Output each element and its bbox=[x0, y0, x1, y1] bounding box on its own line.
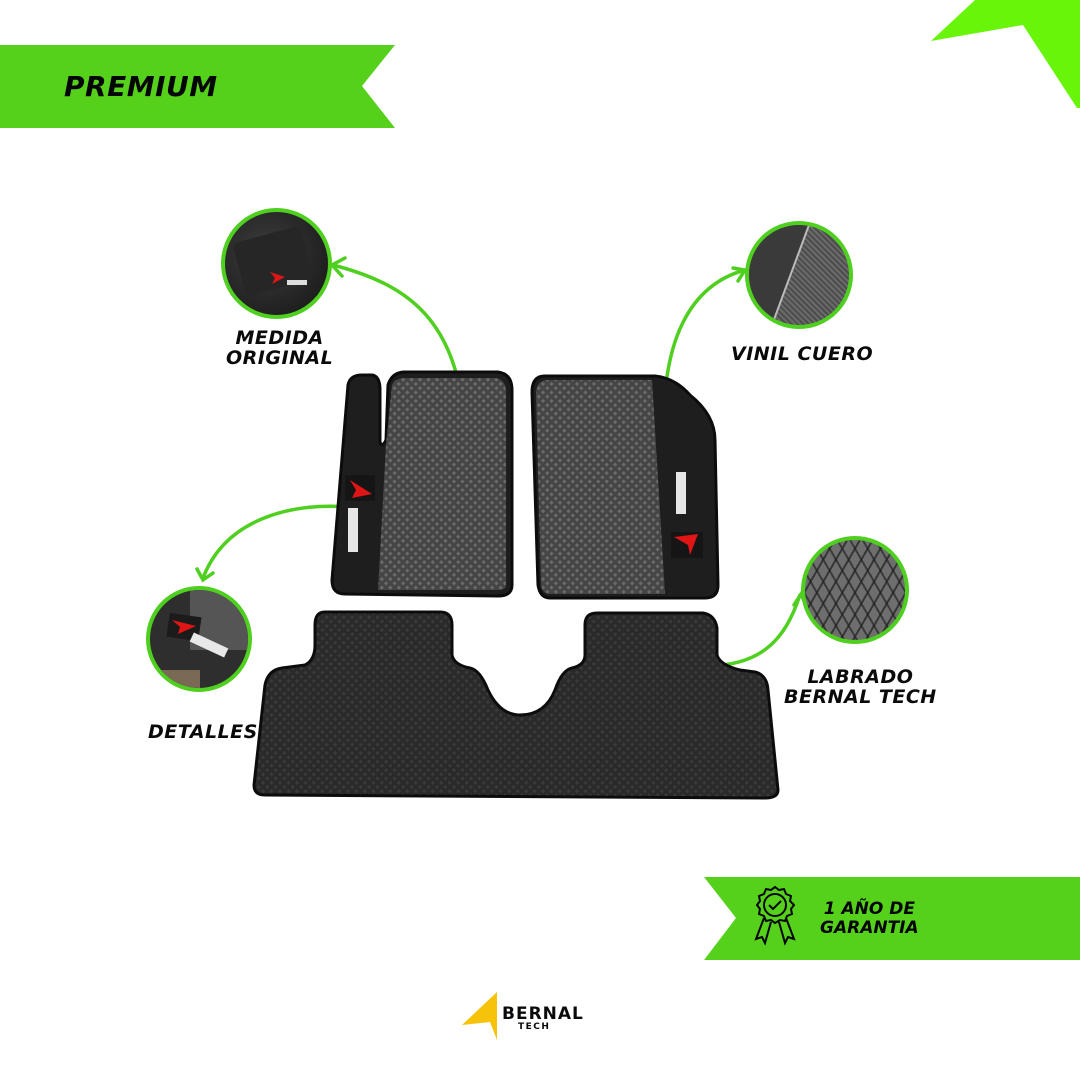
bernal-tech-logo: BERNAL TECH bbox=[462, 992, 622, 1042]
brand-arrow-icon bbox=[462, 992, 497, 1040]
ribbon-shape bbox=[0, 45, 395, 128]
warranty-label: 1 AÑO DE GARANTIA bbox=[820, 899, 919, 938]
award-ribbon-check-icon bbox=[754, 885, 796, 946]
label-detalles: DETALLES bbox=[148, 721, 258, 743]
front-passenger-mat bbox=[530, 374, 720, 600]
label-medida-original: MEDIDA ORIGINAL bbox=[226, 327, 334, 369]
feature-circle-vinil-cuero bbox=[745, 221, 853, 329]
rear-mat bbox=[252, 610, 780, 800]
brand-sub: TECH bbox=[518, 1022, 551, 1032]
brand-name: BERNAL bbox=[502, 1004, 584, 1024]
front-driver-mat bbox=[330, 370, 514, 598]
corner-accent bbox=[900, 0, 1080, 120]
feature-circle-medida-original bbox=[221, 208, 332, 319]
warranty-ribbon bbox=[704, 877, 1080, 960]
label-labrado: LABRADO BERNAL TECH bbox=[784, 666, 937, 708]
premium-label: PREMIUM bbox=[64, 70, 218, 103]
label-vinil-cuero: VINIL CUERO bbox=[731, 343, 874, 365]
premium-ribbon bbox=[0, 45, 395, 128]
feature-circle-labrado bbox=[801, 536, 909, 644]
